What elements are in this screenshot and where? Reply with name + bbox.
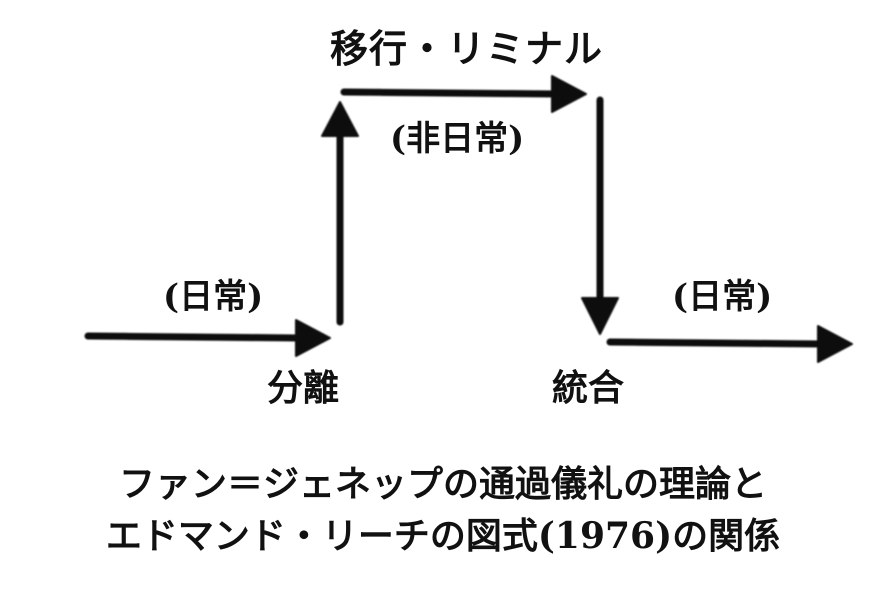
label-non-ordinary: (非日常)	[390, 119, 525, 159]
caption-line-2: エドマンド・リーチの図式(1976)の関係	[105, 515, 781, 557]
label-ordinary-right: (日常)	[672, 277, 773, 317]
label-ordinary-left: (日常)	[163, 277, 264, 317]
label-separation: 分離	[267, 367, 340, 409]
label-integration: 統合	[552, 367, 625, 409]
arrow-liminal	[340, 75, 587, 113]
arrow-ordinary-right	[606, 325, 853, 363]
caption-line-1: ファン＝ジェネップの通過儀礼の理論と	[118, 463, 767, 505]
label-transition-liminal: 移行・リミナル	[330, 26, 604, 71]
arrow-ordinary-left	[84, 319, 331, 357]
arrow-integration-down	[581, 96, 619, 335]
figure-caption: ファン＝ジェネップの通過儀礼の理論と エドマンド・リーチの図式(1976)の関係	[0, 458, 886, 562]
arrow-separation-up	[321, 101, 359, 326]
